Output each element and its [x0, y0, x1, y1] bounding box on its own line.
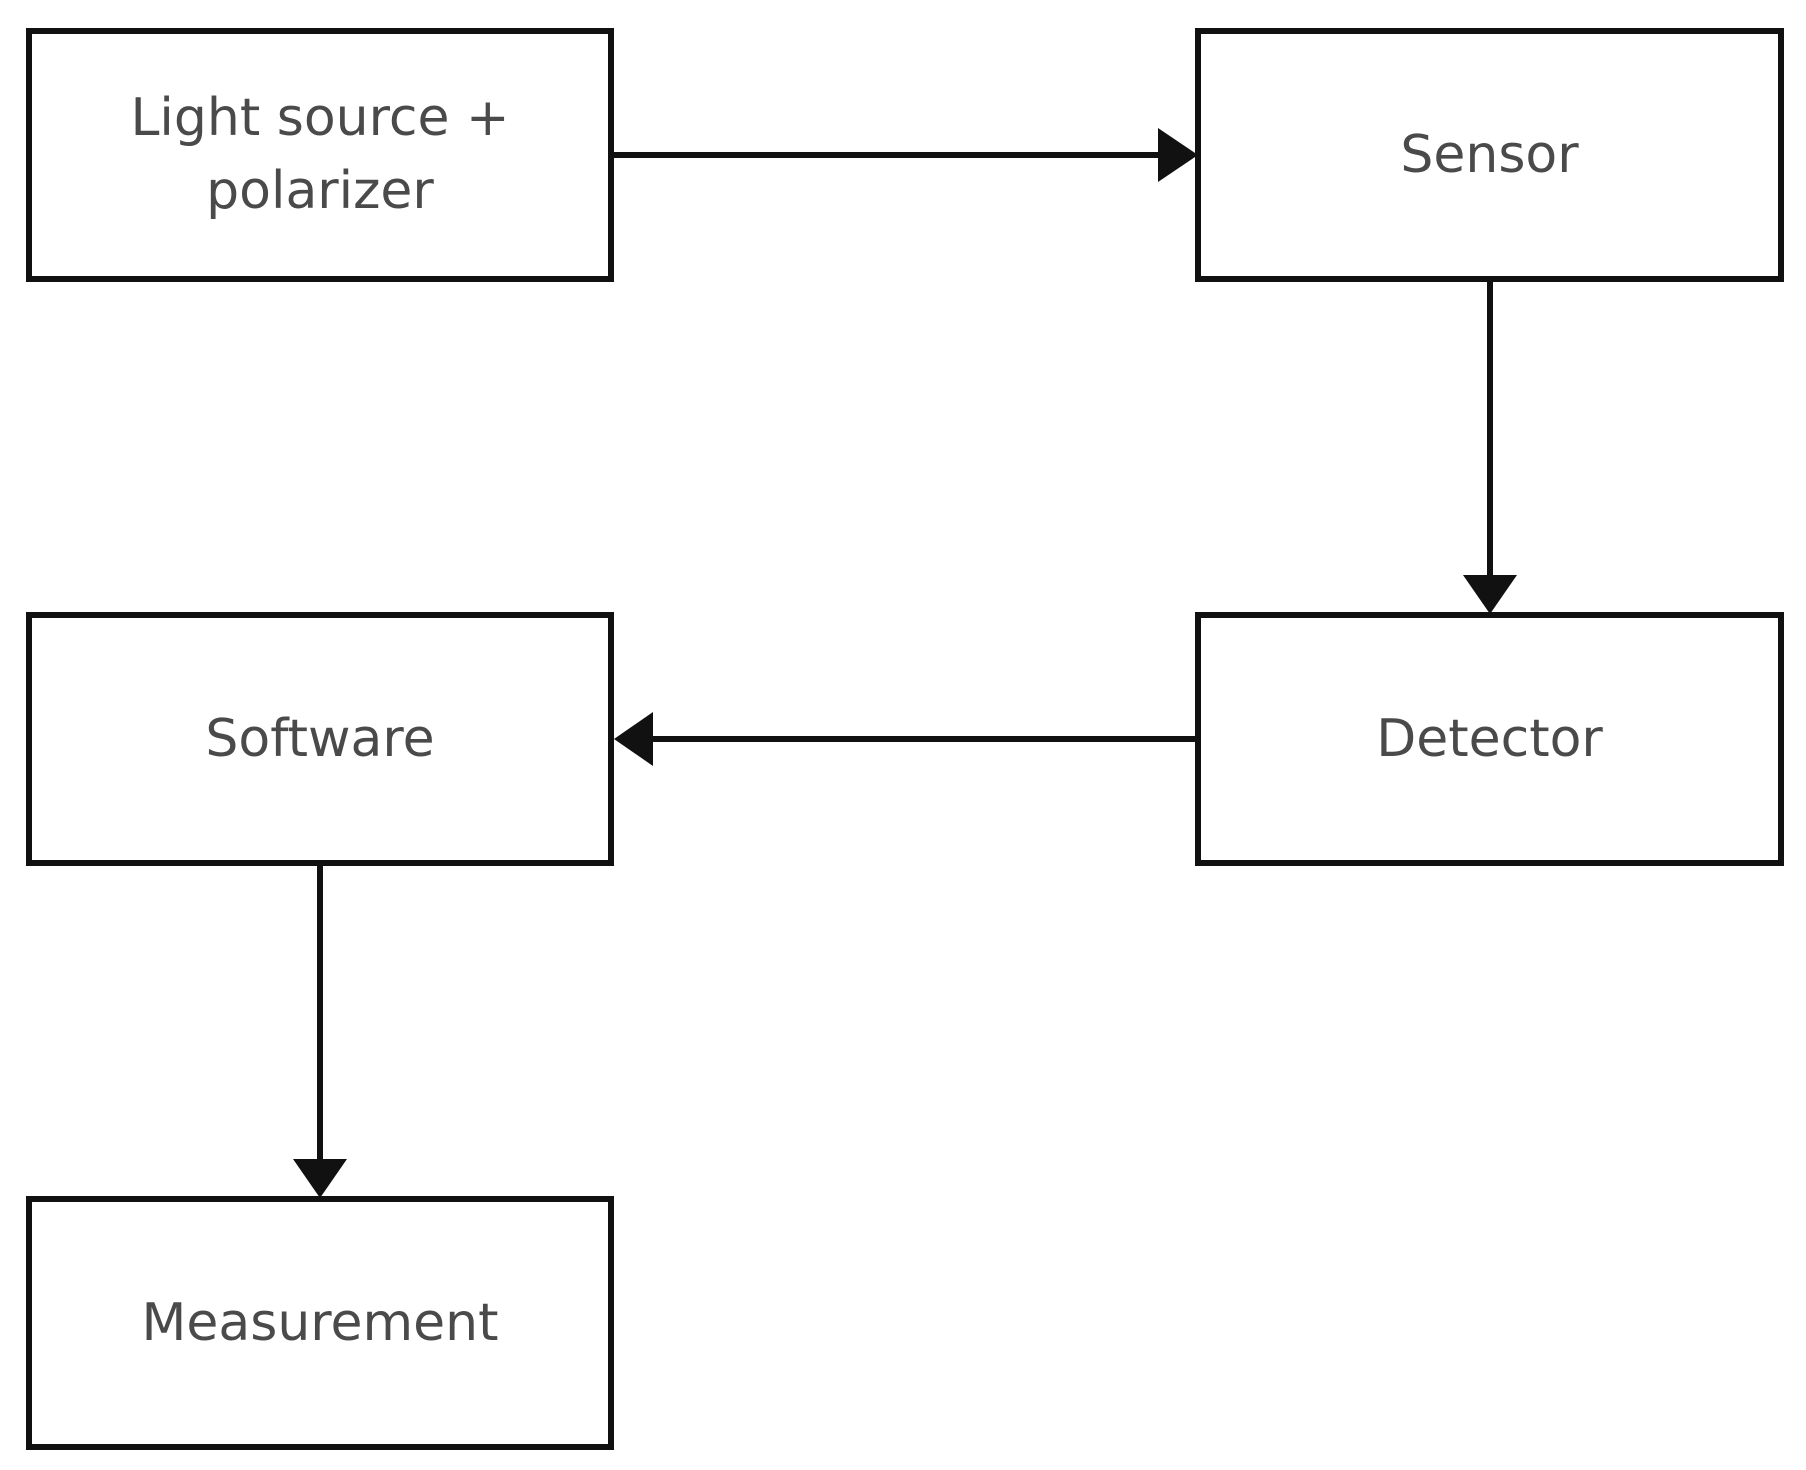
node-detector: Detector [1195, 612, 1784, 866]
node-software: Software [26, 612, 614, 866]
node-measurement: Measurement [26, 1196, 614, 1450]
arrowhead-to-detector [1463, 575, 1517, 614]
node-label: Measurement [141, 1292, 499, 1353]
arrowhead-to-sensor [1158, 128, 1198, 182]
arrowhead-to-measurement [293, 1159, 347, 1198]
node-label: Software [205, 708, 435, 769]
node-label: Sensor [1400, 124, 1579, 185]
node-label: Detector [1376, 708, 1603, 769]
arrowhead-to-software [614, 712, 653, 766]
node-label-line-2: polarizer [206, 161, 434, 221]
node-light-source-polarizer: Light source + polarizer [26, 28, 614, 282]
node-label-line-1: Light source + [130, 88, 510, 149]
node-label: Light source + polarizer [130, 82, 509, 228]
node-sensor: Sensor [1195, 28, 1784, 282]
